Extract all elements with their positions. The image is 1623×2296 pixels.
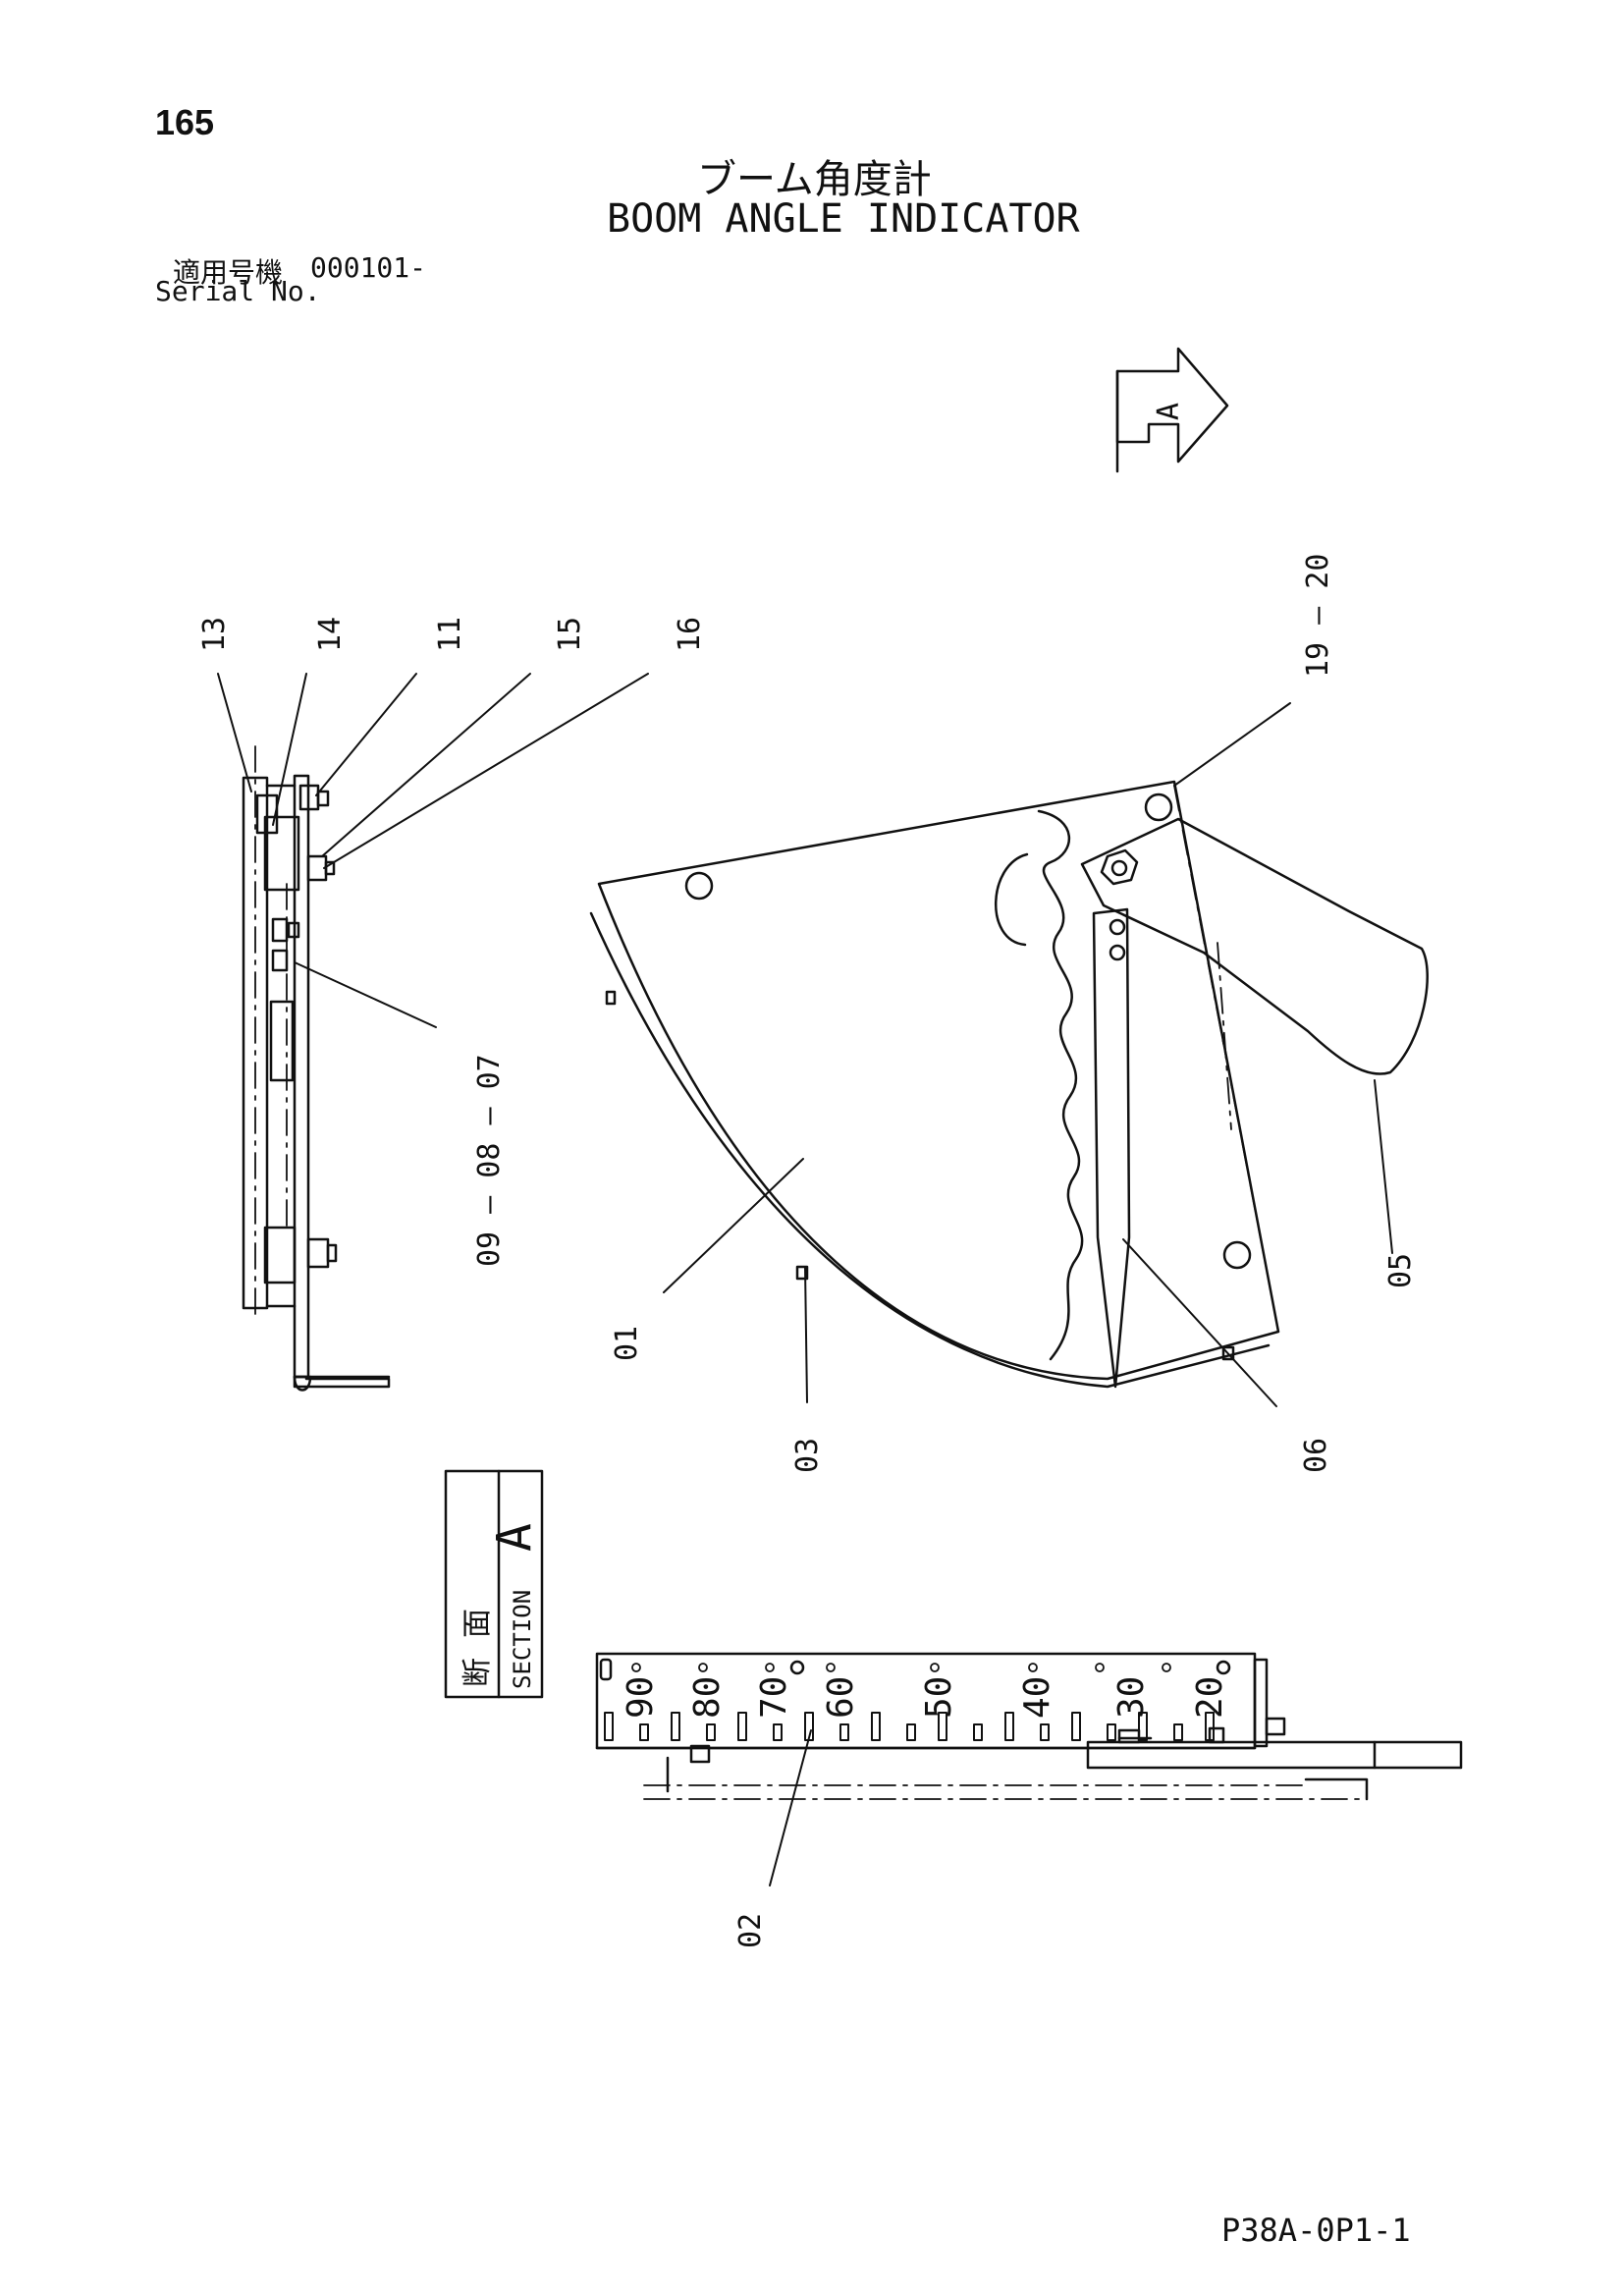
sector-outline	[597, 780, 1280, 1381]
side-pin-2	[271, 949, 289, 972]
section-kanji-2: 面	[460, 1609, 495, 1638]
cam-curve	[995, 852, 1029, 947]
scale-holes	[631, 1663, 1171, 1672]
scale-strip-assembly	[595, 1652, 1463, 1801]
view-arrow-letter: A	[1152, 403, 1186, 420]
section-kanji-1: 断	[460, 1658, 495, 1687]
section-letter: A	[487, 1523, 542, 1552]
callout-11: 11	[433, 617, 467, 652]
side-spacer	[269, 1000, 295, 1082]
callout-03: 03	[790, 1438, 825, 1473]
serial-label-english: Serial No.	[155, 275, 321, 307]
strip-tab-1	[689, 1744, 711, 1764]
scale-mark-40: 40	[1017, 1676, 1057, 1719]
callout-01: 01	[610, 1326, 644, 1361]
callout-19-20: 19 — 20	[1301, 554, 1335, 678]
scale-screw-2	[1216, 1660, 1231, 1675]
side-bolt-bottom	[306, 1237, 330, 1269]
callout-13: 13	[197, 617, 232, 652]
mounting-hole-top	[1144, 793, 1173, 822]
section-box-labels: 断 面 SECTION A	[460, 1523, 542, 1689]
scale-mark-50: 50	[919, 1676, 959, 1719]
callout-06: 06	[1299, 1438, 1333, 1473]
section-a-box	[444, 1469, 544, 1699]
pointer-arm	[1080, 817, 1429, 1075]
rim-tab-3	[1221, 1345, 1235, 1361]
callout-14: 14	[313, 617, 348, 652]
scale-mark-30: 30	[1111, 1676, 1152, 1719]
arm-nut	[1100, 848, 1139, 886]
pointer-tip-section	[1117, 1728, 1141, 1744]
view-arrow-a	[1115, 347, 1229, 473]
page-number: 165	[155, 102, 215, 142]
scale-mark-90: 90	[621, 1676, 661, 1719]
side-bracket-block	[263, 815, 300, 892]
break-line	[1037, 809, 1084, 1361]
scale-mark-70: 70	[754, 1676, 794, 1719]
view-arrow-shape	[1115, 347, 1229, 464]
callout-15: 15	[553, 617, 587, 652]
serial-number-value: 000101-	[310, 251, 427, 284]
callout-09-08-07: 09 — 08 — 07	[472, 1054, 507, 1267]
needle-screw-2	[1109, 944, 1126, 961]
scale-mark-80: 80	[687, 1676, 728, 1719]
pointer-needle	[1092, 907, 1131, 1389]
mounting-hole-bottom	[1222, 1240, 1252, 1270]
rim-tab-1	[605, 990, 617, 1006]
callout-labels: 13 14 11 15 16 09 — 08 — 07 19 — 20 01 0…	[197, 554, 1418, 1948]
scale-screw-1	[789, 1660, 805, 1675]
side-pin-1	[271, 917, 289, 943]
callout-02: 02	[733, 1913, 768, 1948]
section-word: SECTION	[509, 1590, 536, 1689]
callout-05: 05	[1383, 1253, 1418, 1288]
sector-plate	[589, 780, 1429, 1389]
serial-label-japanese: 適用号機	[173, 256, 284, 289]
footer-drawing-code: P38A-0P1-1	[1221, 2212, 1411, 2249]
title-japanese: ブーム角度計	[697, 157, 932, 202]
sector-rim	[589, 911, 1271, 1389]
side-view-assembly	[242, 745, 391, 1392]
scale-numbers: 90 80 70 60 50 40 30 20	[621, 1676, 1230, 1719]
side-plate-inner	[293, 774, 310, 1379]
rim-tab-2	[795, 1265, 809, 1281]
base-plate	[1086, 1740, 1463, 1770]
mounting-hole-left	[684, 871, 714, 901]
title-english: BOOM ANGLE INDICATOR	[607, 196, 1080, 242]
side-lower-block	[263, 1226, 297, 1285]
needle-screw-1	[1109, 918, 1126, 936]
scale-mark-20: 20	[1190, 1676, 1230, 1719]
arm-centerline	[1217, 942, 1232, 1130]
section-box-frame	[444, 1469, 544, 1699]
leader-lines	[217, 673, 1393, 1886]
callout-16: 16	[673, 617, 707, 652]
strip-tab-2	[1265, 1717, 1286, 1736]
scale-mark-60: 60	[821, 1676, 861, 1719]
